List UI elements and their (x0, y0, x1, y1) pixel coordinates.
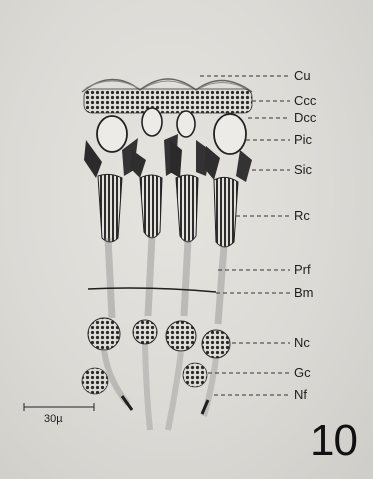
label-sic: Sic (294, 163, 312, 177)
label-prf: Prf (294, 263, 311, 277)
label-rc: Rc (294, 209, 310, 223)
primary-iris-cell-4 (214, 114, 246, 154)
crystalline-cone-cells (84, 89, 252, 113)
primary-iris-cell-1 (97, 116, 127, 152)
ganglion-cell-1 (82, 368, 108, 394)
scale-bar (24, 403, 94, 411)
label-gc: Gc (294, 366, 311, 380)
label-nf: Nf (294, 388, 307, 402)
ommatidium-4 (202, 114, 252, 416)
retinula-cell-1 (98, 174, 122, 242)
nucleus-1 (88, 318, 120, 350)
retinula-cell-2 (140, 175, 162, 238)
ganglion-cell-2 (183, 363, 207, 387)
nucleus-2 (133, 320, 157, 344)
label-dcc: Dcc (294, 111, 316, 125)
figure-number: 10 (310, 418, 357, 464)
nucleus-4 (202, 330, 230, 358)
label-cu: Cu (294, 69, 311, 83)
label-nc: Nc (294, 336, 310, 350)
label-bm: Bm (294, 286, 314, 300)
primary-iris-cell-3 (177, 111, 195, 137)
secondary-iris-cell-1 (84, 140, 102, 178)
ommatidium-1 (84, 116, 138, 404)
nucleus-3 (166, 321, 196, 351)
label-ccc: Ccc (294, 94, 316, 108)
retinula-cell-4 (214, 177, 238, 247)
retinula-cell-3 (176, 175, 198, 242)
scale-bar-label: 30µ (44, 413, 63, 425)
primary-iris-cell-2 (142, 108, 162, 136)
label-pic: Pic (294, 133, 312, 147)
